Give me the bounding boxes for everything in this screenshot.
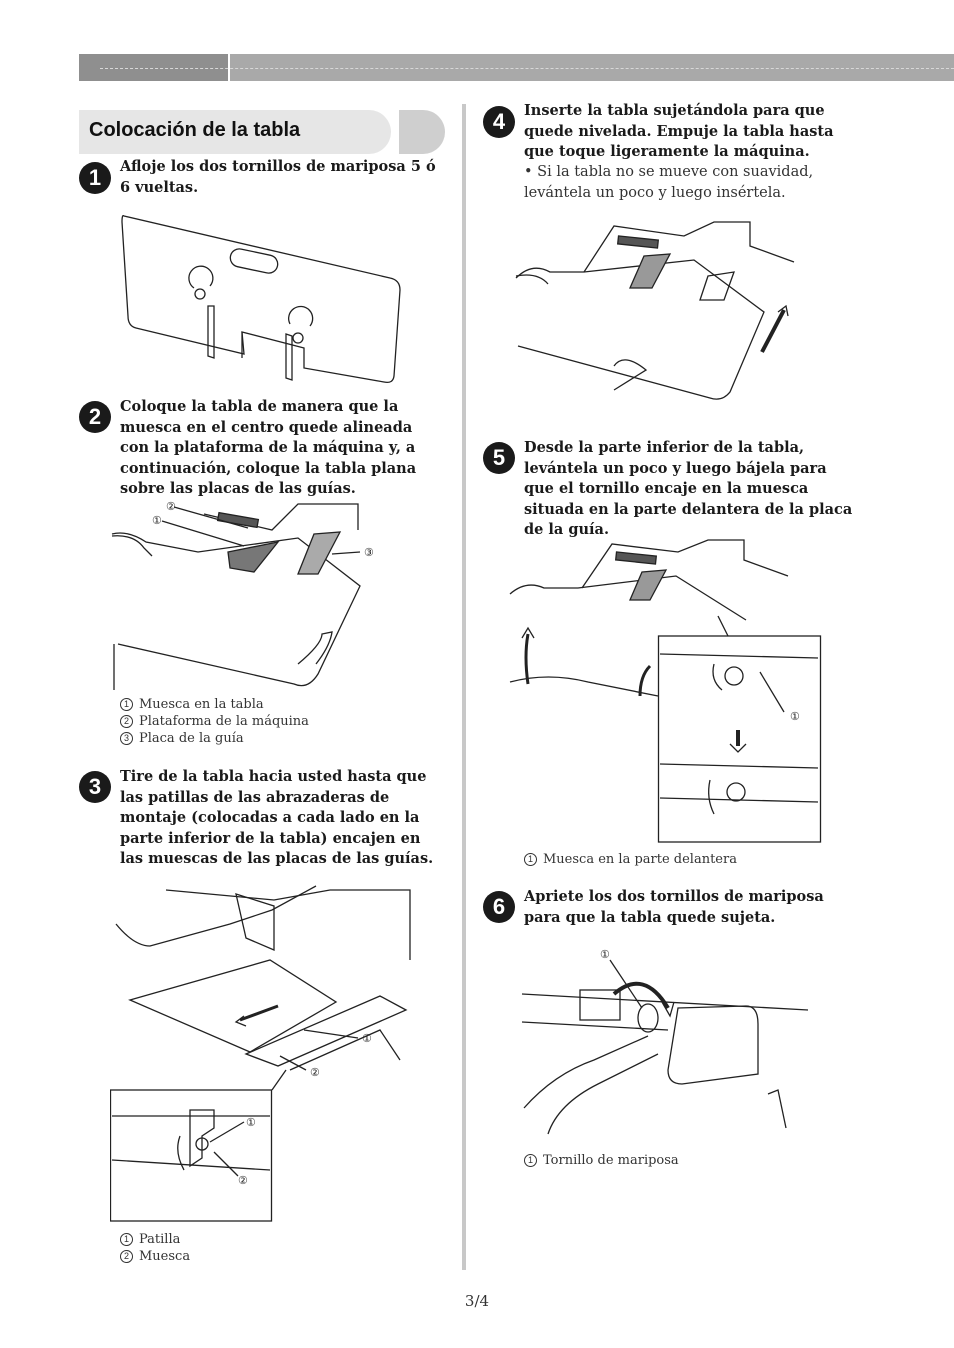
- header-bar-left: [79, 54, 228, 81]
- section-title: Colocación de la tabla: [89, 119, 301, 141]
- step-4-note: • Si la tabla no se mueve con suavidad, …: [524, 164, 814, 201]
- step-1-text: Afloje los dos tornillos de mariposa 5 ó…: [120, 158, 436, 196]
- step-5-text: Desde la parte inferior de la tabla, lev…: [524, 439, 853, 538]
- step-3-text: Tire de la tabla hacia usted hasta que l…: [120, 768, 434, 867]
- svg-text:①: ①: [600, 949, 610, 961]
- step-2-number: 2: [79, 401, 111, 433]
- svg-text:①: ①: [246, 1117, 256, 1129]
- step-1-illustration: [118, 208, 408, 388]
- svg-text:②: ②: [238, 1175, 248, 1187]
- step-2-illustration: ② ① ③: [108, 494, 378, 694]
- page-number: 3/4: [464, 1292, 490, 1310]
- step-3-illustration: ① ② ① ②: [110, 880, 420, 1222]
- step-4-number: 4: [483, 106, 515, 138]
- section-tab: [79, 110, 391, 154]
- svg-text:①: ①: [362, 1033, 372, 1045]
- column-divider: [462, 104, 466, 1270]
- svg-text:②: ②: [166, 501, 176, 513]
- header-bar-dash: [100, 68, 954, 69]
- svg-text:③: ③: [364, 547, 374, 559]
- svg-text:①: ①: [790, 711, 800, 723]
- section-tab-shadow: [399, 110, 445, 154]
- step-5-number: 5: [483, 442, 515, 474]
- section-header: Colocación de la tabla: [79, 110, 445, 154]
- svg-text:②: ②: [310, 1067, 320, 1079]
- svg-text:①: ①: [152, 515, 162, 527]
- step-3-number: 3: [79, 771, 111, 803]
- header-bar-right: [230, 54, 954, 81]
- step-2-text: Coloque la tabla de manera que la muesca…: [120, 398, 417, 497]
- step-6-text: Apriete los dos tornillos de mariposa pa…: [524, 888, 824, 926]
- step-1-number: 1: [79, 162, 111, 194]
- step-4-text: Inserte la tabla sujetándola para que qu…: [524, 102, 834, 160]
- step-5-illustration: ①: [508, 536, 824, 846]
- step-4-illustration: [514, 216, 800, 402]
- step-6-illustration: ①: [518, 944, 818, 1138]
- step-6-number: 6: [483, 891, 515, 923]
